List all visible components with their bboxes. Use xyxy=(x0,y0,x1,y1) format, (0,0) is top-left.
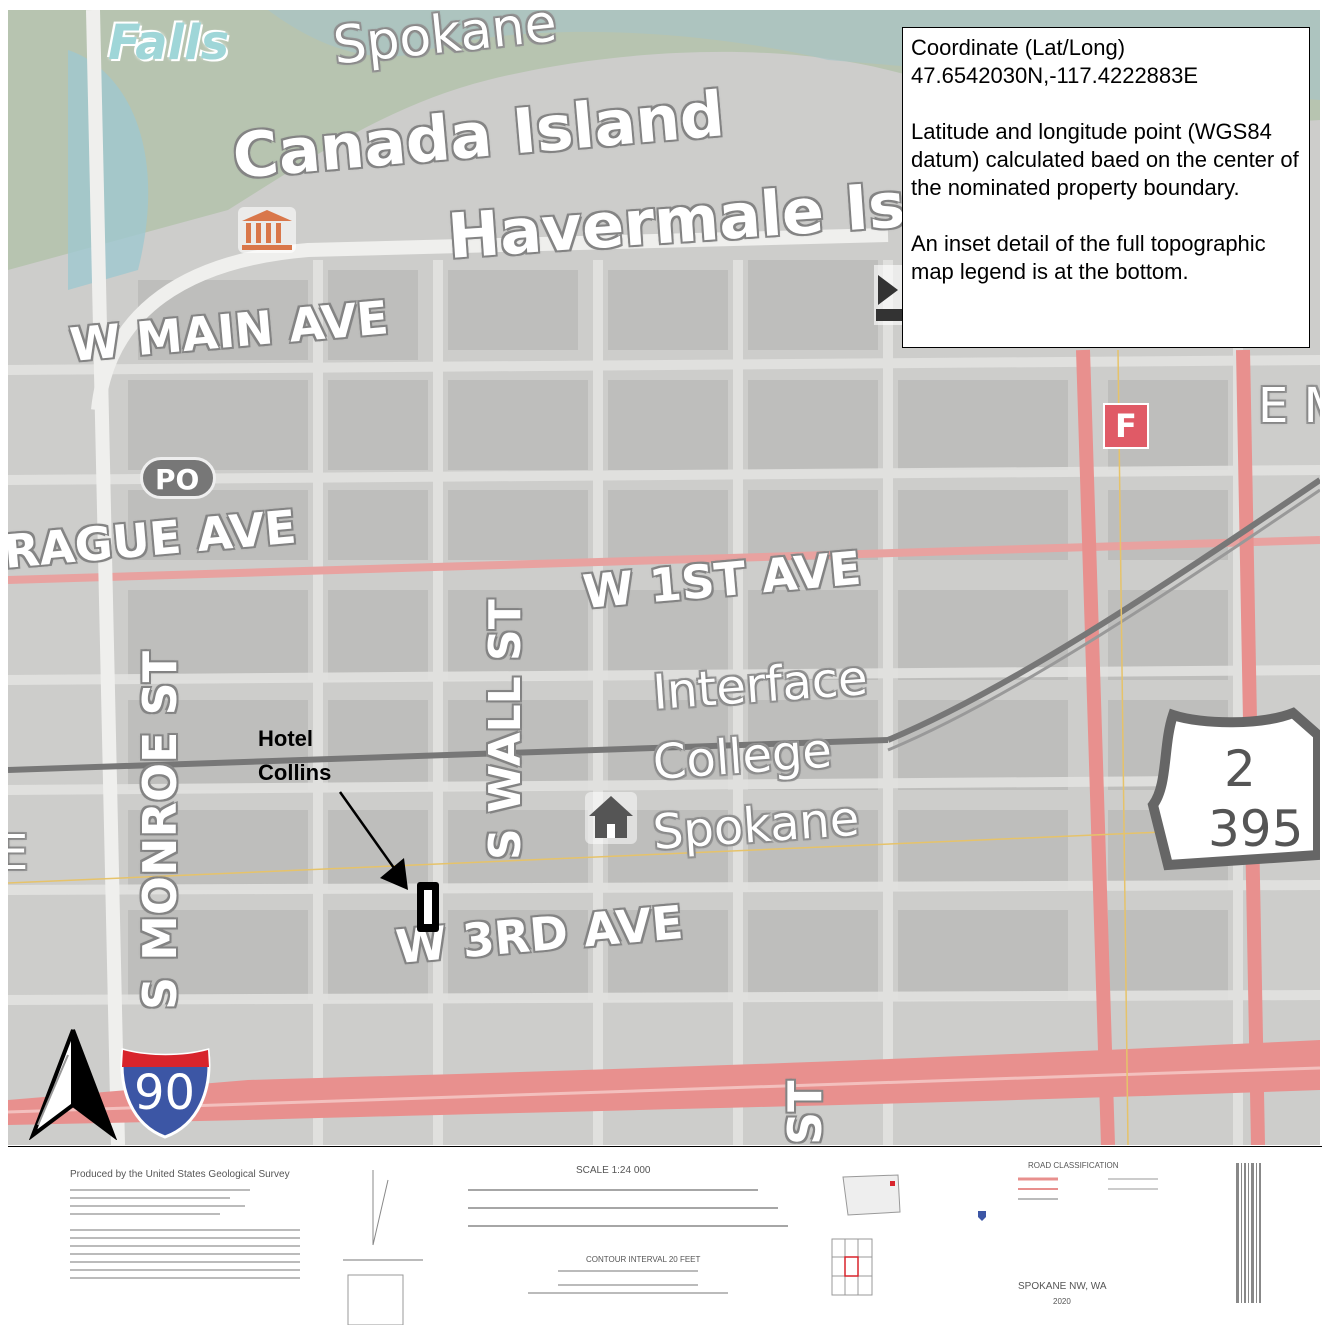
bottom-st-label: ST xyxy=(778,1080,832,1145)
hotel-label-line2: Collins xyxy=(258,760,332,785)
state-locator-icon xyxy=(842,1174,901,1216)
producer-text: Produced by the United States Geological… xyxy=(70,1169,290,1180)
quad-year-text: 2020 xyxy=(1053,1297,1071,1306)
legend-note: An inset detail of the full topographic … xyxy=(911,231,1266,284)
i-90-label: 90 xyxy=(134,1065,196,1121)
us-395-label: 395 xyxy=(1208,800,1304,858)
adjoining-quadrangles xyxy=(831,1238,873,1296)
datum-description: Latitude and longitude point (WGS84 datu… xyxy=(911,119,1299,200)
map-legend-strip: Produced by the United States Geological… xyxy=(8,1146,1322,1326)
barcode-icon xyxy=(1236,1163,1261,1303)
road-classification-legend xyxy=(978,1177,1158,1221)
post-office-label: PO xyxy=(155,463,200,496)
fire-station-letter: F xyxy=(1115,407,1137,445)
hotel-label-line1: Hotel xyxy=(258,726,313,751)
interstate-shield xyxy=(120,1048,211,1139)
east-street-label: E M xyxy=(1258,378,1320,434)
road-classification-text: ROAD CLASSIFICATION xyxy=(1028,1161,1119,1170)
school-icon[interactable] xyxy=(585,792,637,844)
contour-text: CONTOUR INTERVAL 20 FEET xyxy=(586,1255,701,1264)
property-marker-icon[interactable] xyxy=(338,790,448,940)
scale-bars xyxy=(468,1189,788,1227)
coordinate-heading: Coordinate (Lat/Long) xyxy=(911,35,1126,60)
declination-diagram xyxy=(343,1170,423,1325)
quad-name-text: SPOKANE NW, WA xyxy=(1018,1281,1107,1292)
north-arrow-icon xyxy=(28,1029,118,1140)
post-office-badge: PO xyxy=(140,457,216,499)
s-wall-st-label: S WALL ST xyxy=(480,599,531,860)
coordinate-info-box: Coordinate (Lat/Long) 47.6542030N,-117.4… xyxy=(902,27,1310,348)
us-2-label: 2 xyxy=(1224,740,1256,798)
scale-text: SCALE 1:24 000 xyxy=(576,1165,651,1176)
left-street-label: E xyxy=(8,825,29,881)
us-route-shield xyxy=(1147,707,1320,871)
fire-station-icon[interactable]: F xyxy=(1103,403,1149,449)
falls-label: Falls xyxy=(108,15,230,71)
hotel-collins-label: Hotel Collins xyxy=(258,722,331,790)
producer-fine-print xyxy=(70,1189,300,1279)
coordinate-value: 47.6542030N,-117.4222883E xyxy=(911,63,1199,88)
building-icon xyxy=(874,265,904,325)
contour-fine-print xyxy=(528,1270,728,1294)
s-monroe-st-label: S MONROE ST xyxy=(133,651,187,1010)
museum-icon[interactable] xyxy=(236,205,298,255)
